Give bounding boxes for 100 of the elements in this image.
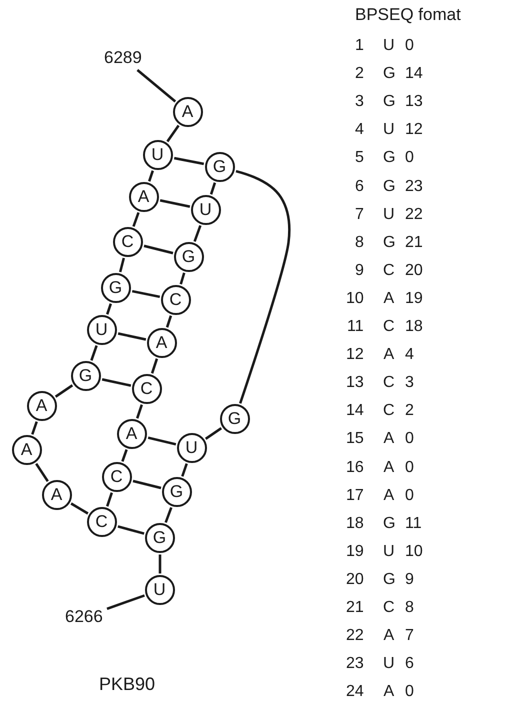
pair-index: 22 [405,206,423,224]
base-pair-line [144,244,174,254]
nucleotide-letter: A [384,430,394,448]
row-number: 7 [355,206,364,224]
row-number: 10 [346,290,364,308]
backbone-line [181,463,188,477]
nucleotide-letter: C [383,402,395,420]
row-number: 16 [346,458,364,476]
nucleotide-circle: U [144,574,174,604]
pair-index: 3 [405,374,414,392]
nucleotide-letter: A [384,290,394,308]
backbone-line [193,225,202,242]
backbone-line [35,463,49,482]
nucleotide-letter: C [383,599,395,617]
base-pair-line [118,525,144,535]
nucleotide-circle: A [128,182,158,212]
nucleotide-circle: C [86,506,116,536]
row-number: 23 [346,655,364,674]
pair-index: 18 [405,318,423,336]
nucleotide-circle: G [220,404,250,434]
nucleotide-circle: C [112,226,142,256]
backbone-line [166,124,180,142]
pair-index: 9 [405,570,414,589]
base-pair-line [132,480,162,490]
row-number: 5 [355,149,364,168]
nucleotide-letter: G [383,178,396,196]
nucleotide-letter: G [383,149,396,168]
nucleotide-letter: G [383,514,396,533]
row-number: 17 [346,486,364,505]
pair-index: 0 [405,486,414,505]
backbone-line [54,384,74,398]
pair-index: 13 [405,93,423,112]
row-number: 1 [355,37,364,55]
pair-index: 8 [405,599,414,617]
position-number: 6266 [65,607,103,627]
nucleotide-letter: A [384,486,394,505]
row-number: 21 [346,599,364,617]
pair-index: 12 [405,121,423,140]
pair-index: 21 [405,234,423,252]
row-number: 18 [346,514,364,533]
backbone-line [70,502,89,515]
pair-index: 0 [405,37,414,55]
row-number: 3 [355,93,364,112]
row-number: 4 [355,121,364,140]
row-number: 15 [346,430,364,448]
nucleotide-letter: G [383,234,396,252]
nucleotide-letter: G [383,570,396,589]
pair-index: 19 [405,290,423,308]
row-number: 20 [346,570,364,589]
backbone-line [236,170,291,404]
nucleotide-circle: C [132,374,162,404]
pair-index: 14 [405,65,423,84]
nucleotide-circle: A [26,390,56,420]
backbone-line [90,345,98,361]
nucleotide-circle: G [162,476,192,506]
nucleotide-circle: A [12,434,42,464]
backbone-line [180,272,186,285]
pair-index: 0 [405,458,414,476]
pair-index: 6 [405,655,414,674]
base-pair-line [132,290,160,298]
nucleotide-letter: A [384,683,394,702]
nucleotide-letter: C [383,374,395,392]
nucleotide-letter: U [383,206,395,224]
row-number: 11 [347,318,364,336]
backbone-line [148,170,154,182]
nucleotide-letter: G [383,93,396,112]
backbone-line [136,404,143,419]
nucleotide-letter: C [383,262,395,280]
nucleotide-letter: C [383,318,395,336]
nucleotide-circle: A [42,480,72,510]
base-pair-line [160,199,190,208]
nucleotide-circle: G [100,272,130,302]
row-number: 12 [346,346,364,364]
pair-index: 23 [405,178,423,196]
nucleotide-circle: G [204,152,234,182]
pair-index: 7 [405,627,414,646]
row-number: 24 [346,683,364,702]
row-number: 8 [355,234,364,252]
row-number: 9 [355,262,364,280]
pair-index: 4 [405,346,414,364]
nucleotide-circle: U [142,140,172,170]
row-number: 2 [355,65,364,84]
nucleotide-circle: U [176,432,206,462]
nucleotide-circle: U [190,194,220,224]
base-pair-line [174,156,204,166]
row-number: 22 [346,627,364,646]
nucleotide-letter: U [383,121,395,140]
nucleotide-letter: A [384,627,394,646]
backbone-line [106,303,112,315]
pair-index: 2 [405,402,414,420]
pair-index: 20 [405,262,423,280]
backbone-line [106,492,113,507]
backbone-line [118,258,126,272]
pair-index: 0 [405,683,414,702]
leader-line [106,594,145,610]
base-pair-line [148,436,176,446]
table-heading: BPSEQ fomat [355,5,461,25]
pair-index: 10 [405,542,423,561]
nucleotide-circle: U [86,314,116,344]
nucleotide-letter: U [383,37,395,55]
